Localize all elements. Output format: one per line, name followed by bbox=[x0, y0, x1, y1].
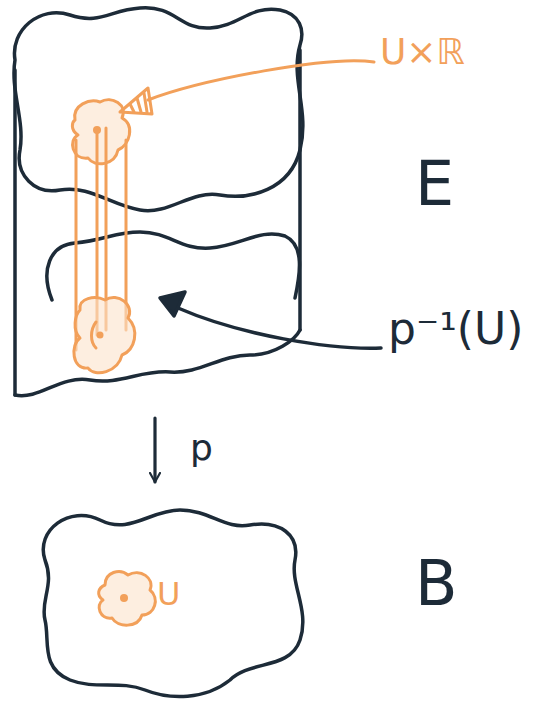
space-label: U bbox=[157, 577, 180, 612]
space-region: BU bbox=[10, 500, 540, 700]
fiber-sheet bbox=[47, 232, 300, 300]
total-space-top bbox=[14, 8, 303, 211]
tube-mark bbox=[92, 322, 97, 348]
point bbox=[93, 126, 101, 134]
base-open-set bbox=[99, 572, 156, 626]
point bbox=[97, 332, 104, 339]
space-label: E bbox=[415, 150, 454, 218]
leader-line bbox=[148, 61, 374, 100]
callout-label: p⁻¹(U) bbox=[388, 305, 523, 353]
leader-line bbox=[178, 308, 381, 348]
projection-arrow bbox=[153, 418, 156, 482]
hatch bbox=[130, 93, 147, 112]
space-label: B bbox=[415, 550, 458, 618]
leader-head bbox=[160, 292, 185, 316]
base-space bbox=[43, 510, 303, 697]
tube-bottom bbox=[74, 298, 135, 373]
total-space-side bbox=[13, 70, 17, 395]
point bbox=[120, 594, 128, 602]
total-space-bottom bbox=[15, 330, 300, 396]
total-space-side bbox=[298, 50, 302, 330]
map-label: p bbox=[190, 428, 213, 468]
hatched-head bbox=[120, 88, 152, 114]
open-set: U bbox=[95, 565, 195, 625]
callout-label: U×ℝ bbox=[380, 32, 465, 72]
